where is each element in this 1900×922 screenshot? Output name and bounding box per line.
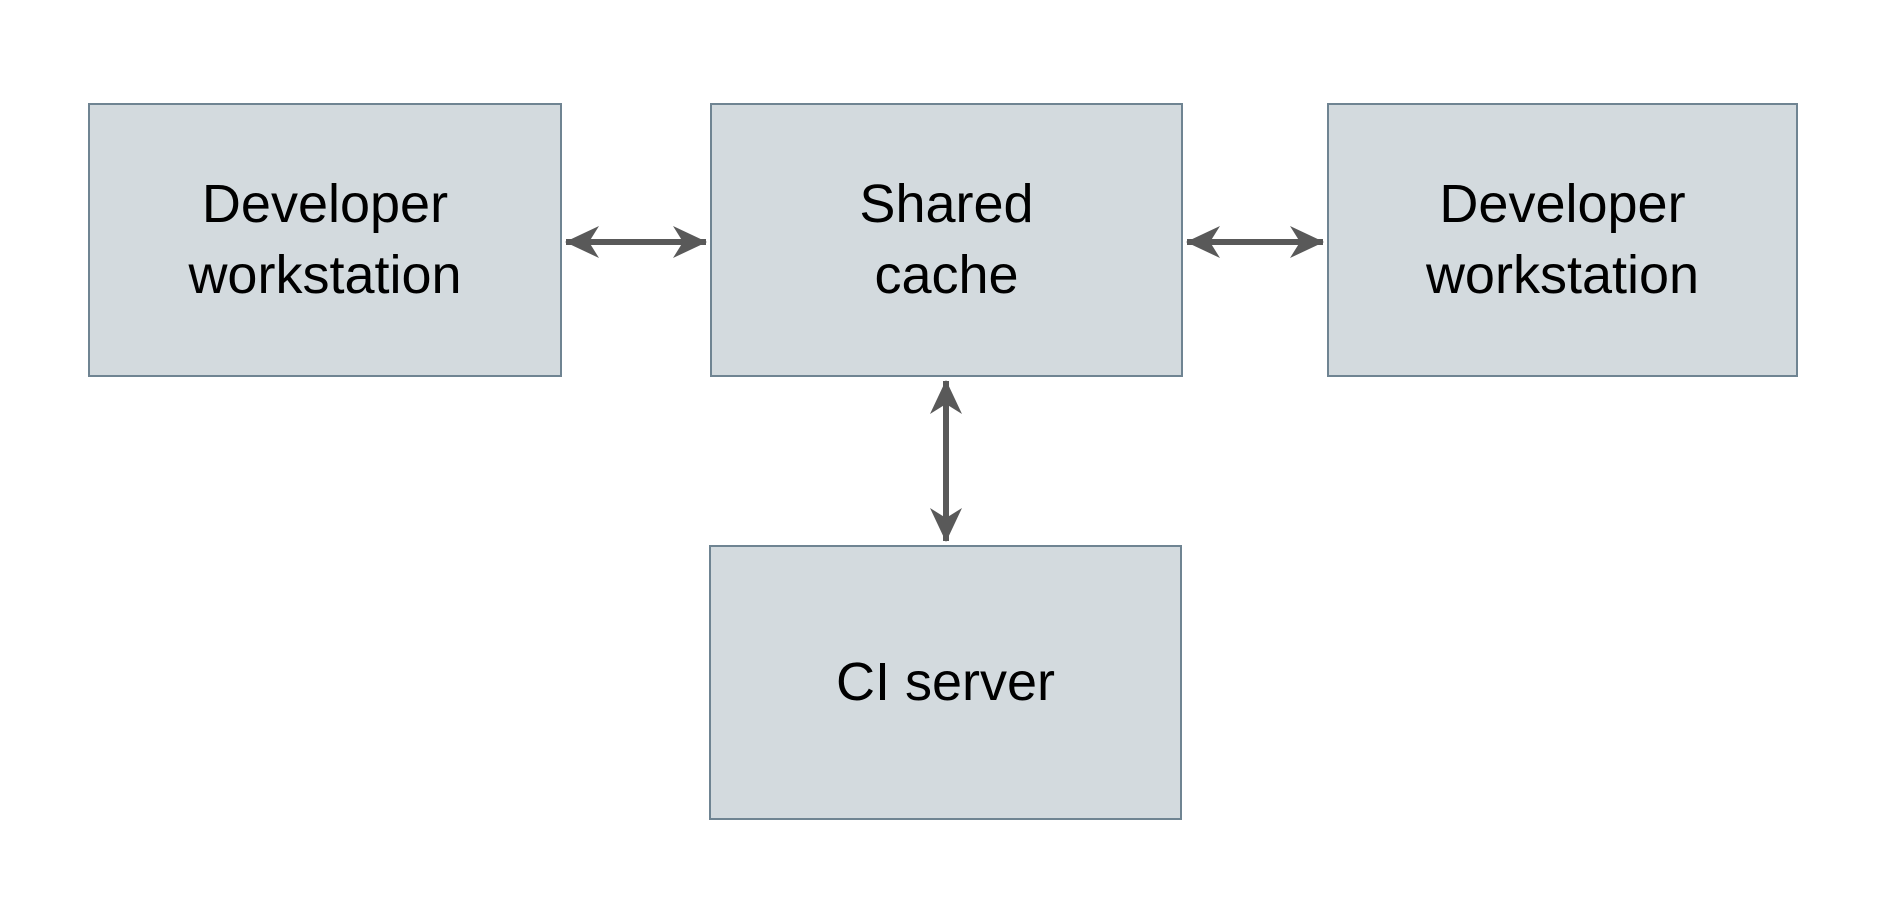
node-developer-workstation-left: Developer workstation — [88, 103, 562, 377]
node-label-line: cache — [874, 245, 1019, 305]
bidirectional-arrow-cache-right-workstation — [1186, 226, 1324, 258]
node-label-line: Shared — [859, 174, 1034, 234]
node-label-line: Developer — [1439, 174, 1686, 234]
bidirectional-arrow-cache-ci-server — [930, 380, 962, 542]
node-label-line: CI server — [835, 652, 1056, 712]
node-label-line: Developer — [201, 174, 449, 234]
node-label-line: workstation — [1425, 245, 1700, 305]
node-developer-workstation-right: Developer workstation — [1327, 103, 1798, 377]
node-label-line: workstation — [188, 245, 462, 305]
bidirectional-arrow-left-workstation-cache — [565, 226, 707, 258]
node-ci-server: CI server — [709, 545, 1182, 820]
node-shared-cache: Shared cache — [710, 103, 1183, 377]
